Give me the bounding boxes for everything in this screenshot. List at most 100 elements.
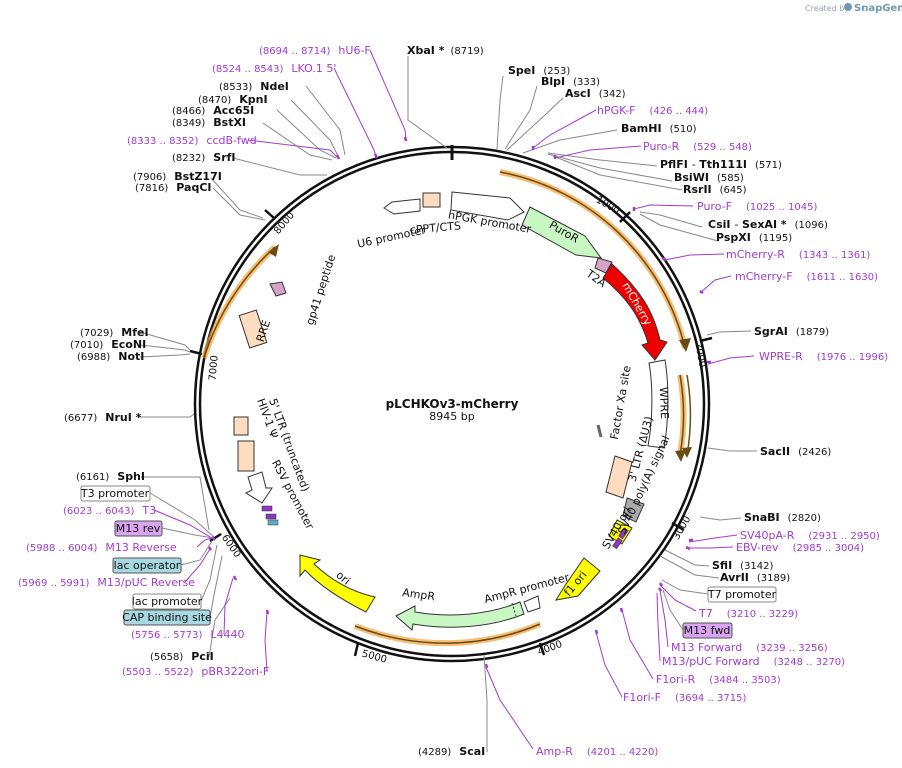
site-bstz17i[interactable]: (7906)BstZ17I [133, 170, 222, 183]
snapgene-credit: Created by SnapGene [805, 3, 902, 14]
site-econi[interactable]: (7010)EcoNI [70, 338, 146, 351]
site-kpni[interactable]: (8470)KpnI [198, 93, 268, 106]
svg-text:M13 fwd: M13 fwd [684, 624, 731, 637]
primer-l4440[interactable]: (5756 .. 5773)L4440 [131, 628, 245, 641]
feature-label-gp41-peptide: gp41 peptide [303, 253, 338, 327]
primer-m13-puc-reverse[interactable]: (5969 .. 5991)M13/pUC Reverse [18, 576, 195, 589]
snapgene-logo-icon [844, 3, 852, 11]
box-t3-promoter[interactable]: T3 promoter [80, 485, 151, 502]
site-pspxi[interactable]: PspXI(1195) [716, 231, 792, 244]
site-srfi[interactable]: (8232)SrfI [172, 151, 236, 164]
site-rsrii[interactable]: RsrII(645) [683, 183, 747, 196]
feature-label-ampr: AmpR [401, 586, 436, 603]
tick-label-4000: 4000 [536, 639, 564, 658]
site-acc65i[interactable]: (8466)Acc65I [172, 104, 254, 117]
primer-lko1-5[interactable]: (8524 .. 8543)LKO.1 5' [212, 62, 336, 75]
tick-label-3000: 3000 [671, 514, 693, 542]
restriction-site-labels: XbaI *(8719) SpeI(253) BlpI(333) AscI(34… [64, 44, 831, 758]
plasmid-size: 8945 bp [429, 410, 474, 423]
primer-m13-reverse[interactable]: (5988 .. 6004)M13 Reverse [26, 541, 177, 554]
site-pcii[interactable]: (5658)PciI [150, 650, 214, 663]
svg-text:T7 promoter: T7 promoter [707, 588, 777, 601]
feature-shapes [233, 191, 669, 631]
primer-hu6-f[interactable]: (8694 .. 8714)hU6-F [259, 44, 371, 57]
site-bamhi[interactable]: BamHI(510) [621, 122, 697, 135]
site-spei[interactable]: SpeI(253) [508, 64, 570, 77]
orf-arrows [201, 169, 692, 647]
feature-label-cppt-cts: cPPT/CTS [409, 219, 461, 236]
primer-sv40pa-r[interactable]: SV40pA-R(2931 .. 2950) [740, 529, 880, 542]
site-mfei[interactable]: (7029)MfeI [80, 326, 149, 339]
site-ndei[interactable]: (8533)NdeI [219, 80, 289, 93]
box-m13-fwd[interactable]: M13 fwd [682, 622, 733, 639]
f1-ori-shape [554, 557, 601, 601]
site-paqci[interactable]: (7816)PaqCI [135, 181, 212, 194]
primer-f1ori-f[interactable]: F1ori-F(3694 .. 3715) [623, 691, 746, 704]
sv40-ori-shape [608, 519, 633, 545]
box-cap-binding-site[interactable]: CAP binding site [122, 609, 212, 626]
svg-text:lac promoter: lac promoter [132, 595, 203, 608]
puror-shape [521, 206, 603, 259]
site-csii-sexai[interactable]: CsiI- SexAI *(1096) [708, 218, 828, 231]
primer-mcherry-f[interactable]: mCherry-F(1611 .. 1630) [735, 270, 878, 283]
primer-t7[interactable]: T7(3210 .. 3229) [698, 607, 798, 620]
ltr-5-shape [237, 440, 255, 472]
site-bsiwi[interactable]: BsiWI(585) [674, 171, 744, 184]
primer-m13-puc-forward[interactable]: M13/pUC Forward(3248 .. 3270) [662, 655, 845, 668]
mcherry-shape [602, 263, 668, 361]
svg-text:M13 rev: M13 rev [116, 522, 161, 535]
tick-label-2000: 2000 [692, 341, 707, 368]
site-snabi[interactable]: SnaBI(2820) [744, 511, 821, 524]
site-blpi[interactable]: BlpI(333) [541, 75, 600, 88]
ori-shape [299, 554, 376, 613]
box-t7-promoter[interactable]: T7 promoter [707, 586, 777, 603]
site-pflfi-tth111i[interactable]: PflFI- Tth111I(571) [660, 158, 782, 171]
site-scai[interactable]: (4289)ScaI [418, 745, 485, 758]
primer-m13-forward[interactable]: M13 Forward(3239 .. 3256) [671, 641, 828, 654]
credit-created-by: Created by [805, 4, 849, 13]
primer-hpgk-f[interactable]: hPGK-F(426 .. 444) [597, 104, 708, 117]
cppt-cts-shape [422, 192, 441, 208]
box-lac-promoter[interactable]: lac promoter [132, 593, 203, 610]
gp41-peptide-shape [269, 281, 287, 297]
primer-ticks [207, 136, 711, 669]
box-leader-lines [149, 492, 709, 631]
primer-pbr322ori-f[interactable]: (5503 .. 5522)pBR322ori-F [122, 665, 269, 678]
hpgk-promoter-shape [450, 191, 525, 221]
primer-puro-r[interactable]: Puro-R(529 .. 548) [643, 140, 752, 153]
primer-amp-r[interactable]: Amp-R(4201 .. 4220) [536, 745, 658, 758]
primer-ccdb-fwd[interactable]: (8333 .. 8352)ccdB-fwd [127, 134, 257, 147]
site-nrui[interactable]: (6677)NruI * [64, 411, 142, 424]
feature-label-factor-xa-site: Factor Xa site [608, 364, 634, 440]
site-leader-lines [138, 56, 757, 752]
rsv-promoter-shape [244, 471, 273, 504]
rre-shape [238, 309, 268, 349]
primer-t3[interactable]: (6023 .. 6043)T3 [63, 504, 156, 517]
site-sgrai[interactable]: SgrAI(1879) [754, 325, 829, 338]
feature-label-mcherry: mCherry [619, 280, 654, 328]
site-sacii[interactable]: SacII(2426) [760, 445, 831, 458]
site-noti[interactable]: (6988)NotI [77, 350, 144, 363]
primer-wpre-r[interactable]: WPRE-R(1976 .. 1996) [759, 350, 888, 363]
primer-ebv-rev[interactable]: EBV-rev(2985 .. 3004) [736, 541, 864, 554]
primer-f1ori-r[interactable]: F1ori-R(3484 .. 3503) [656, 673, 781, 686]
ampr-shape [395, 601, 525, 631]
site-sfii[interactable]: SfiI(3142) [712, 559, 774, 572]
u6-promoter-shape [383, 198, 421, 215]
primer-puro-f[interactable]: Puro-F(1025 .. 1045) [697, 200, 817, 213]
boxed-labels: T7 promoter M13 fwd T3 promoter M13 rev … [80, 485, 777, 639]
sv40-polya-shape [622, 497, 645, 523]
factor-xa-site-shape [596, 424, 603, 438]
site-xbai[interactable]: XbaI *(8719) [407, 44, 484, 57]
primer-mcherry-r[interactable]: mCherry-R(1343 .. 1361) [726, 248, 870, 261]
site-avrii[interactable]: AvrII(3189) [720, 571, 790, 584]
feature-label-wpre: WPRE [657, 387, 671, 420]
hiv-psi-shape [233, 416, 249, 436]
site-asci[interactable]: AscI(342) [565, 87, 626, 100]
box-lac-operator[interactable]: lac operator [112, 557, 182, 574]
box-m13-rev[interactable]: M13 rev [114, 520, 163, 537]
site-sphi[interactable]: (6161)SphI [76, 470, 145, 483]
wpre-shape [647, 359, 669, 449]
site-bstxi[interactable]: (8349)BstXI [172, 116, 246, 129]
credit-brand: SnapGene [854, 3, 902, 14]
